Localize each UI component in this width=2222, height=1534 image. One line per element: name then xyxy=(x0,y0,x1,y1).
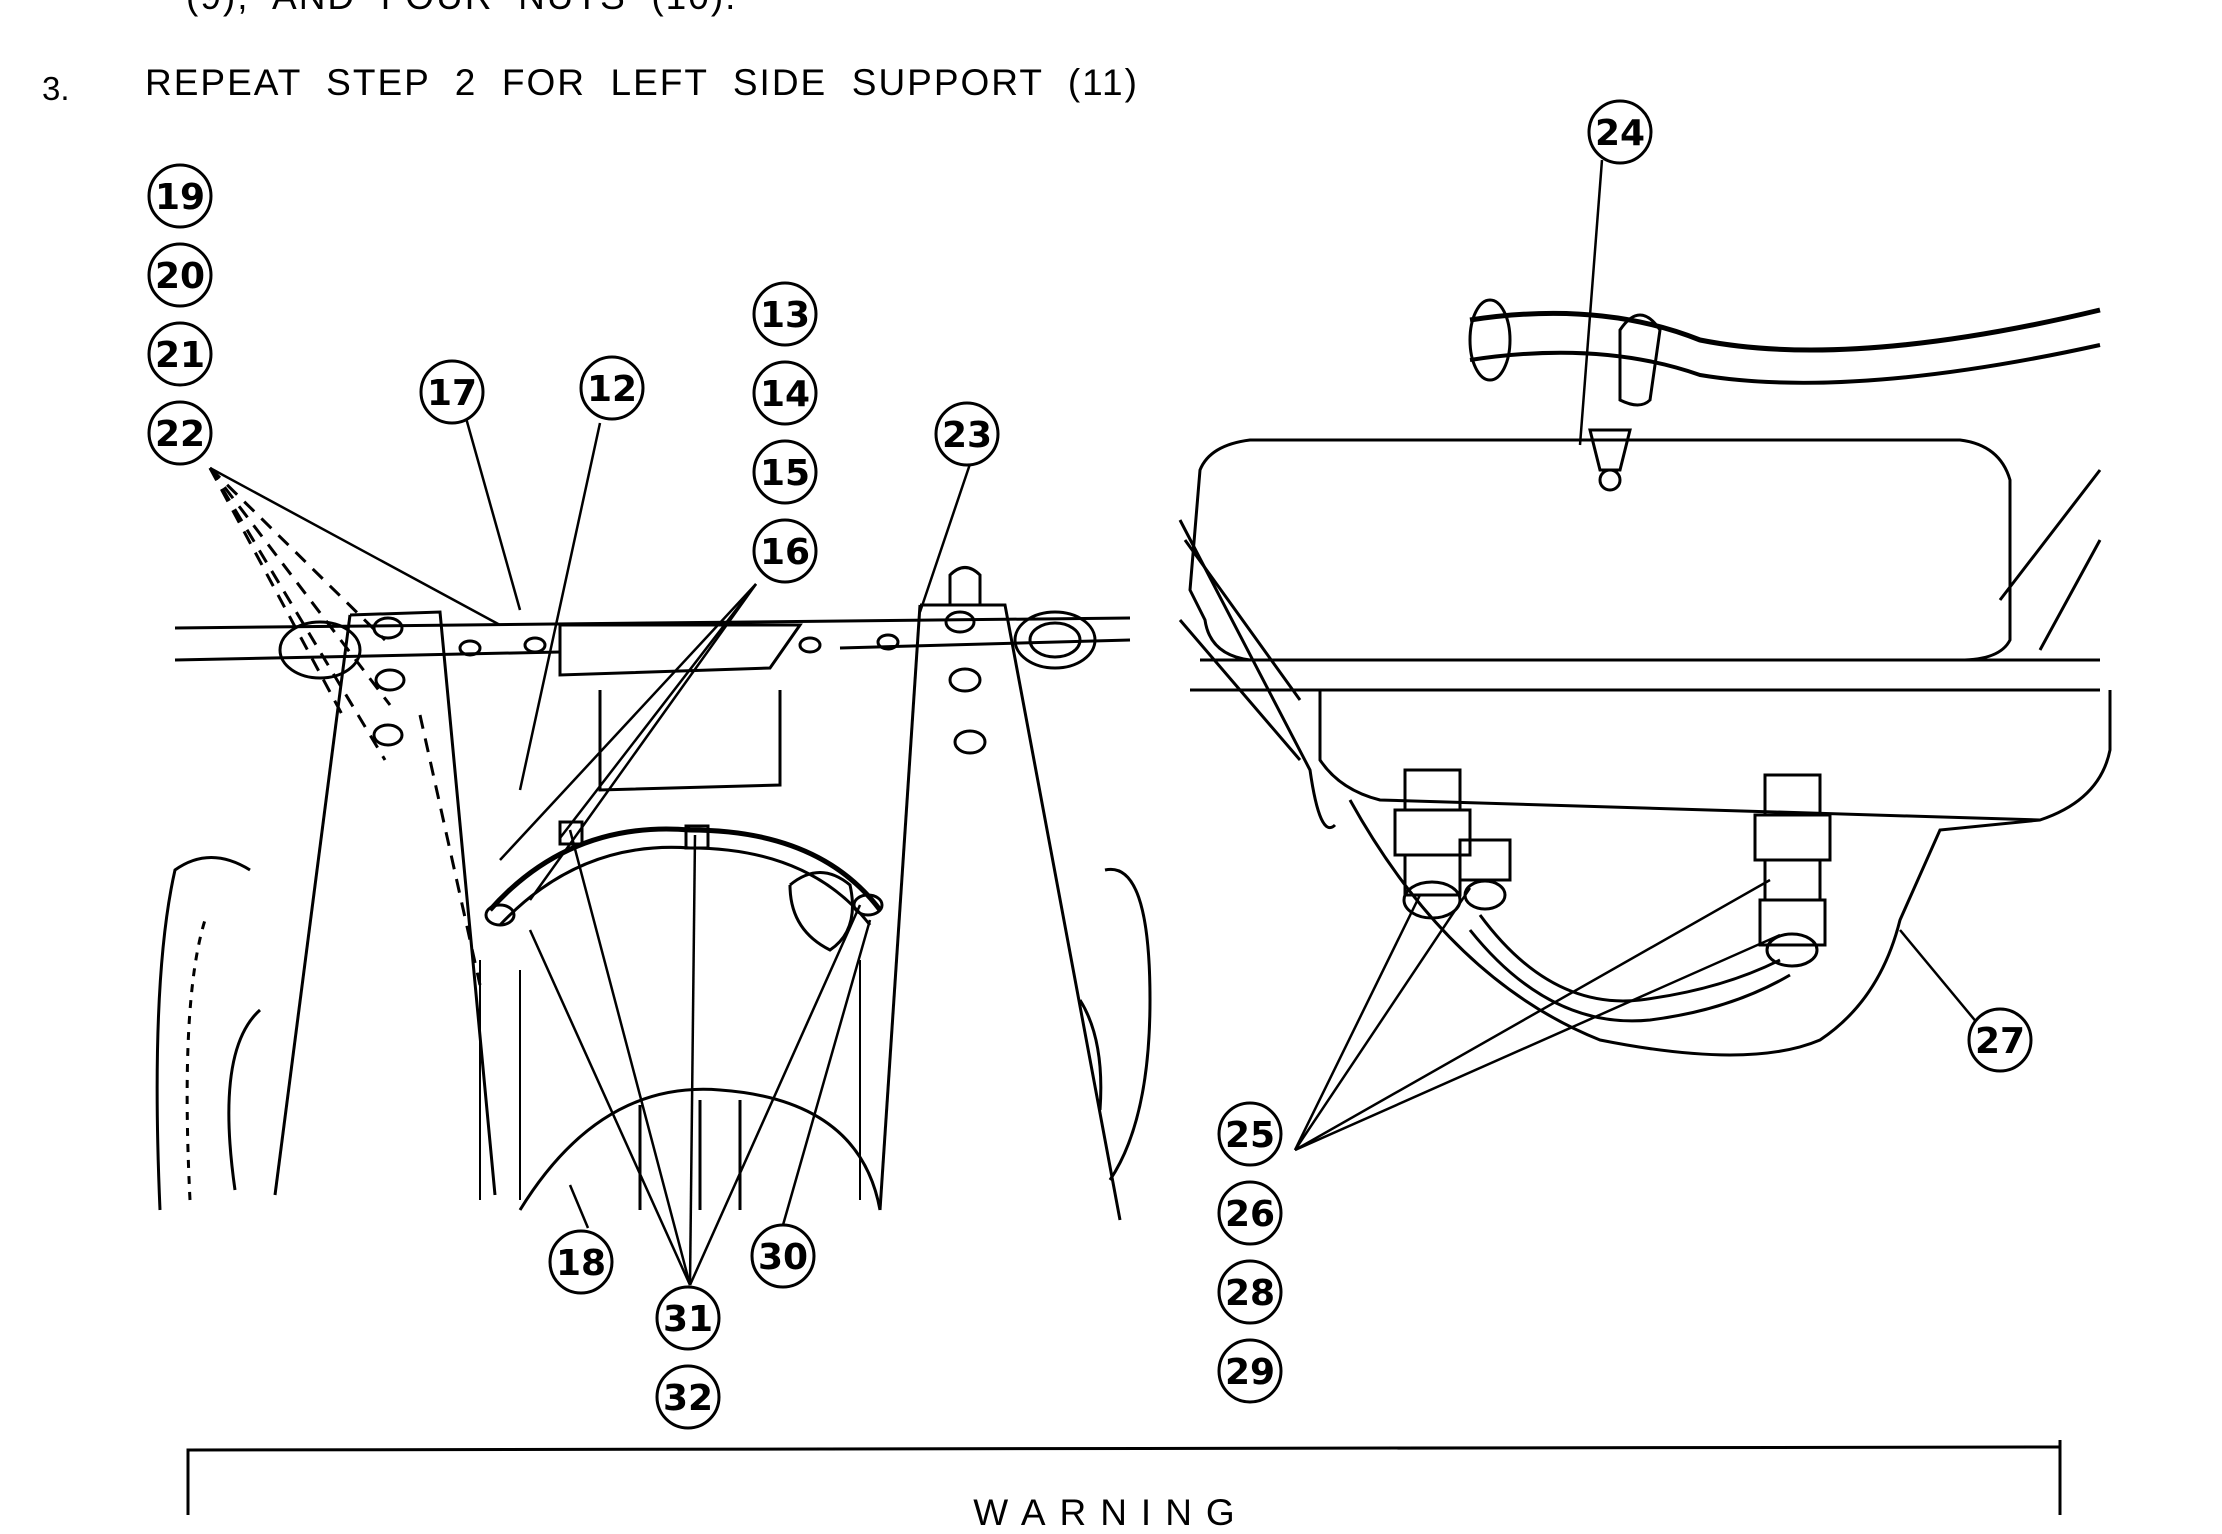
callout-20: 20 xyxy=(147,242,213,308)
callout-17: 17 xyxy=(419,359,485,425)
callout-label: 20 xyxy=(155,256,205,297)
callouts: 19 20 21 22 17 12 13 14 15 16 23 24 27 2… xyxy=(147,99,2033,1430)
callout-label: 32 xyxy=(663,1378,713,1419)
callout-23: 23 xyxy=(934,401,1000,467)
callout-label: 27 xyxy=(1975,1021,2025,1062)
callout-label: 21 xyxy=(155,335,205,376)
callout-14: 14 xyxy=(752,360,818,426)
step-text: REPEAT STEP 2 FOR LEFT SIDE SUPPORT (11) xyxy=(145,62,1139,103)
callout-29: 29 xyxy=(1217,1338,1283,1404)
callout-label: 25 xyxy=(1225,1115,1275,1156)
callout-21: 21 xyxy=(147,321,213,387)
callout-18: 18 xyxy=(548,1229,614,1295)
callout-label: 12 xyxy=(587,369,637,410)
callout-15: 15 xyxy=(752,439,818,505)
callout-label: 15 xyxy=(760,453,810,494)
callout-label: 26 xyxy=(1225,1194,1275,1235)
callout-19: 19 xyxy=(147,163,213,229)
callout-32: 32 xyxy=(655,1364,721,1430)
callout-24: 24 xyxy=(1587,99,1653,165)
callout-label: 13 xyxy=(760,295,810,336)
warning-box xyxy=(186,1440,2062,1515)
warning-title: WARNING xyxy=(973,1492,1249,1533)
callout-30: 30 xyxy=(750,1223,816,1289)
fitting-drawing xyxy=(1178,298,2112,1057)
callout-label: 17 xyxy=(427,373,477,414)
callout-label: 14 xyxy=(760,374,810,415)
callout-label: 24 xyxy=(1595,113,1645,154)
callout-label: 16 xyxy=(760,532,810,573)
callout-label: 23 xyxy=(942,415,992,456)
callout-28: 28 xyxy=(1217,1259,1283,1325)
step-number: 3. xyxy=(42,70,70,107)
callout-22: 22 xyxy=(147,400,213,466)
callout-25: 25 xyxy=(1217,1101,1283,1167)
leader-lines-dashed xyxy=(208,466,482,986)
callout-label: 28 xyxy=(1225,1273,1275,1314)
chassis-drawing xyxy=(155,566,1152,1221)
callout-label: 19 xyxy=(155,177,205,218)
callout-27: 27 xyxy=(1967,1007,2033,1073)
callout-label: 31 xyxy=(663,1299,713,1340)
callout-label: 22 xyxy=(155,414,205,455)
callout-label: 30 xyxy=(758,1237,808,1278)
callout-26: 26 xyxy=(1217,1180,1283,1246)
callout-16: 16 xyxy=(752,518,818,584)
callout-12: 12 xyxy=(579,355,645,421)
leader-lines xyxy=(209,159,1979,1286)
callout-13: 13 xyxy=(752,281,818,347)
callout-label: 18 xyxy=(556,1243,606,1284)
callout-31: 31 xyxy=(655,1285,721,1351)
callout-label: 29 xyxy=(1225,1352,1275,1393)
instruction-continued-line: (9), AND FOUR NUTS (10). xyxy=(186,0,737,18)
